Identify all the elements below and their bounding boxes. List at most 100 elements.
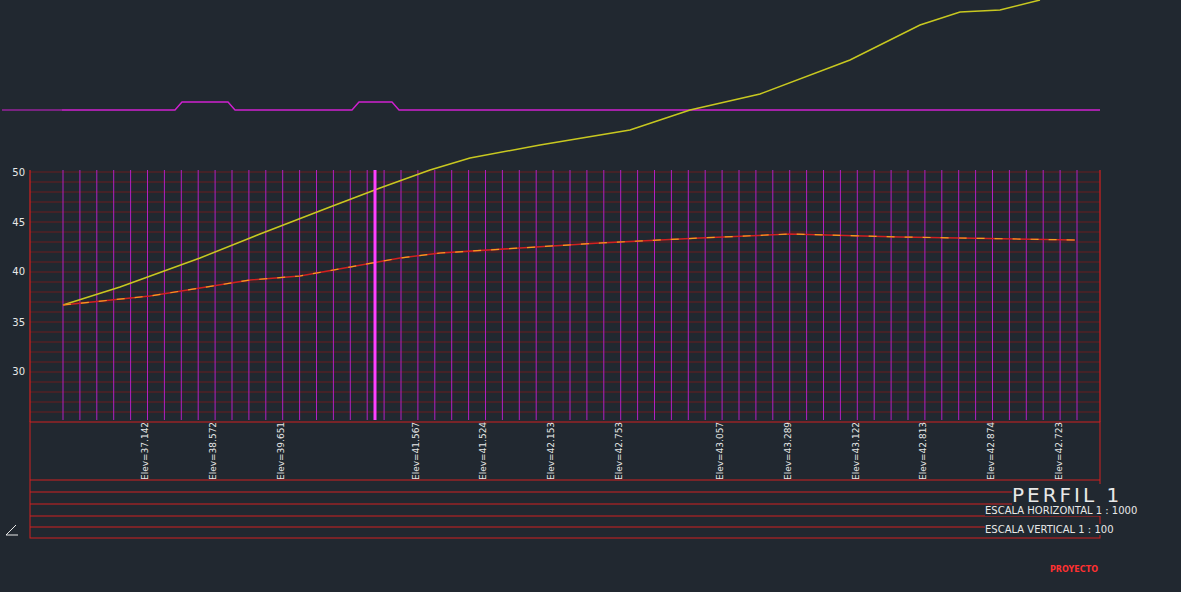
station-line	[654, 170, 655, 420]
station-line	[1060, 170, 1061, 420]
elevation-value: Elev=43.289	[784, 422, 794, 480]
station-line	[367, 170, 368, 420]
station-line	[113, 170, 114, 420]
ucs-icon	[6, 535, 18, 536]
station-line	[417, 170, 418, 420]
axis-value: 30	[12, 366, 25, 377]
grid-line	[30, 392, 1100, 393]
scale-note: ESCALA VERTICAL 1 : 100	[985, 524, 1114, 535]
elevation-value: Elev=41.524	[479, 422, 489, 480]
station-line	[198, 170, 199, 420]
station-line	[840, 170, 841, 420]
station-line	[823, 170, 824, 420]
station-line	[1077, 170, 1078, 420]
ucs-icon	[6, 525, 16, 535]
station-line	[772, 170, 773, 420]
station-line	[536, 170, 537, 420]
station-line	[434, 170, 435, 420]
station-line	[620, 170, 621, 420]
station-line	[958, 170, 959, 420]
table-row-line	[30, 480, 1100, 481]
station-line	[722, 170, 723, 420]
elevation-value: Elev=42.874	[987, 422, 997, 480]
station-line	[891, 170, 892, 420]
station-line	[671, 170, 672, 420]
station-line	[130, 170, 131, 420]
axis-value: 45	[12, 217, 25, 228]
station-line	[908, 170, 909, 420]
station-line	[603, 170, 604, 420]
elevation-value: Elev=43.057	[716, 422, 726, 480]
elevation-value: Elev=42.813	[919, 422, 929, 480]
station-line	[316, 170, 317, 420]
grid-border	[1099, 170, 1100, 422]
station-line	[63, 170, 64, 420]
station-line	[975, 170, 976, 420]
table-row-line	[30, 516, 1100, 517]
grid-line	[30, 232, 1100, 233]
grid-line	[30, 282, 1100, 283]
project-stamp: PROYECTO	[1050, 566, 1098, 575]
grid-line	[30, 372, 1100, 373]
station-line	[248, 170, 249, 420]
grid-line	[30, 192, 1100, 193]
station-line	[941, 170, 942, 420]
station-line	[553, 170, 554, 420]
table-row-line	[30, 492, 1100, 493]
station-line	[519, 170, 520, 420]
station-line	[874, 170, 875, 420]
station-lines	[63, 170, 1077, 420]
grid-border	[29, 170, 30, 422]
table-row-line	[30, 504, 1100, 505]
station-line	[468, 170, 469, 420]
station-line	[265, 170, 266, 420]
grade-line-dash	[63, 234, 1075, 305]
station-line	[502, 170, 503, 420]
station-line	[924, 170, 925, 420]
elevation-value: Elev=37.142	[141, 422, 151, 480]
station-line	[1026, 170, 1027, 420]
station-line	[79, 170, 80, 420]
elevation-value: Elev=42.753	[615, 422, 625, 480]
station-line	[282, 170, 283, 420]
station-line	[232, 170, 233, 420]
station-line	[333, 170, 334, 420]
grid-line	[30, 402, 1100, 403]
station-line	[755, 170, 756, 420]
table-row-line	[30, 527, 1100, 528]
ground-line	[63, 0, 1040, 305]
grid-line	[30, 272, 1100, 273]
grid-line	[30, 172, 1100, 173]
grid-line	[30, 292, 1100, 293]
grid-line	[30, 202, 1100, 203]
station-line	[570, 170, 571, 420]
elevation-value: Elev=38.572	[209, 422, 219, 480]
station-line	[485, 170, 486, 420]
station-line	[181, 170, 182, 420]
sheet-title: PERFIL 1	[1012, 484, 1122, 506]
elevation-value: Elev=41.567	[412, 422, 422, 480]
elevation-value: Elev=43.122	[852, 422, 862, 480]
grid-line	[30, 242, 1100, 243]
grid-line	[30, 382, 1100, 383]
station-line	[384, 170, 385, 420]
curvature-diagram	[62, 102, 1100, 110]
station-line	[586, 170, 587, 420]
station-line	[806, 170, 807, 420]
grid-line	[30, 222, 1100, 223]
station-line	[401, 170, 402, 420]
station-marker	[374, 170, 377, 420]
grid-line	[30, 332, 1100, 333]
station-line	[164, 170, 165, 420]
grid-line	[30, 252, 1100, 253]
station-line	[350, 170, 351, 420]
elevation-grid	[30, 170, 1100, 422]
axis-value: 40	[12, 266, 25, 277]
alignment-line	[2, 110, 62, 111]
grid-line	[30, 352, 1100, 353]
station-line	[992, 170, 993, 420]
elevation-value: Elev=42.153	[547, 422, 557, 480]
station-line	[1043, 170, 1044, 420]
